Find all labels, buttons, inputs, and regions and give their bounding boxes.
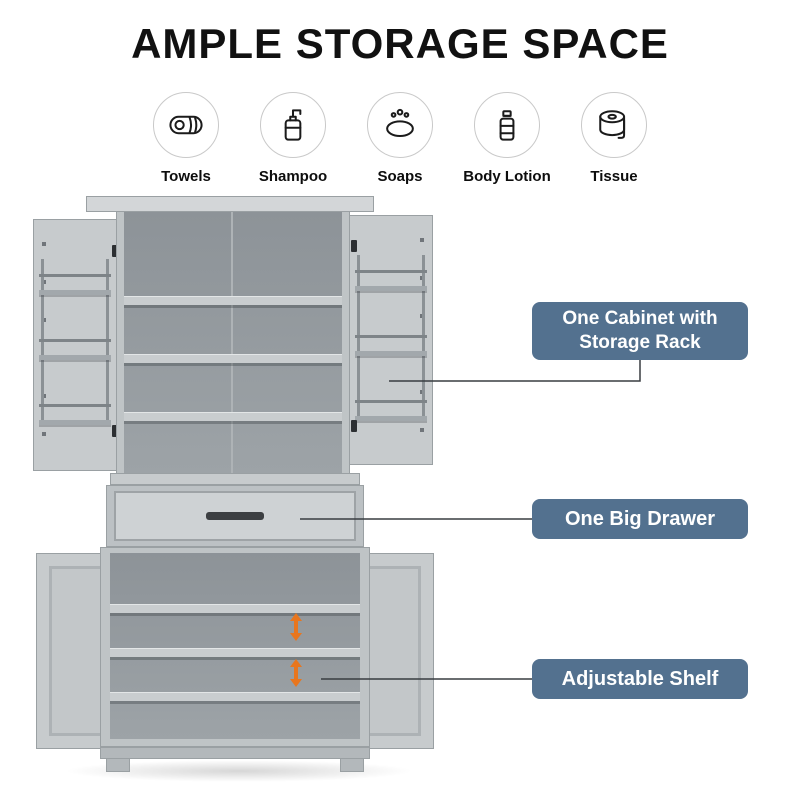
lotion-icon-circle [474,92,540,158]
drawer-handle [206,512,264,520]
door-rack-rail [355,270,427,273]
door-rack-shelf [39,355,111,360]
feature-tissue: Tissue [561,92,668,185]
door-rack-rail [39,404,111,407]
drawer-front [114,491,356,541]
hinge [351,420,357,432]
callout-cabinet-rack: One Cabinet with Storage Rack [532,302,748,360]
shampoo-icon-circle [260,92,326,158]
feature-label: Body Lotion [463,168,551,185]
callout-big-drawer: One Big Drawer [532,499,748,539]
upper-shelf [124,296,342,305]
towel-icon [169,115,203,135]
base-rail [100,747,370,759]
lower-adjustable-shelf [110,648,360,657]
upper-left-door [33,219,117,471]
upper-center-divider [231,212,233,473]
lower-adjustable-shelf [110,604,360,613]
hinge [112,425,118,437]
lower-adjustable-shelf [110,692,360,701]
upper-right-door [349,215,433,465]
feature-shampoo: Shampoo [240,92,347,185]
lower-left-door-panel [49,566,109,736]
adjustable-arrow-icon [290,659,302,687]
lower-cabinet-interior [110,553,360,739]
shampoo-icon [284,109,302,141]
lower-right-door-panel [361,566,421,736]
callout-adjustable-shelf: Adjustable Shelf [532,659,748,699]
door-rack-shelf [39,290,111,295]
door-rack-rail [39,274,111,277]
door-rack-shelf [39,420,111,425]
callout-text-line: One Big Drawer [564,507,716,530]
callout-text-line: One Cabinet with [562,308,718,330]
door-rack-rail [39,339,111,342]
door-rack-shelf [355,416,427,421]
soap-icon-circle [367,92,433,158]
door-rack-shelf [355,351,427,356]
upper-bottom-board [110,473,360,485]
adjustable-arrow-icon [290,613,302,641]
upper-cabinet-interior [124,212,342,473]
door-rack-rail [355,335,427,338]
feature-label: Tissue [590,168,638,185]
pinhole-strip [42,242,46,452]
soap-icon [386,108,414,138]
upper-shelf [124,412,342,421]
feature-label: Towels [161,168,211,185]
cabinet-foot-right [340,758,364,772]
hinge [112,245,118,257]
feature-row: Towels Shampoo S [0,92,800,185]
feature-soaps: Soaps [347,92,454,185]
lotion-icon [499,110,515,141]
cabinet-top-board [86,196,374,212]
tissue-icon-circle [581,92,647,158]
callout-text-line: Storage Rack [579,332,701,353]
feature-label: Soaps [377,168,423,185]
door-rack-shelf [355,286,427,291]
feature-label: Shampoo [258,168,328,185]
tissue-icon [599,110,626,139]
callout-text-line: Adjustable Shelf [561,667,719,690]
door-rack-rail [355,400,427,403]
feature-towels: Towels [133,92,240,185]
page-title: AMPLE STORAGE SPACE [131,20,669,67]
floor-shadow [64,760,414,782]
feature-body-lotion: Body Lotion [454,92,561,185]
upper-shelf [124,354,342,363]
towel-icon-circle [153,92,219,158]
hinge [351,240,357,252]
cabinet-foot-left [106,758,130,772]
